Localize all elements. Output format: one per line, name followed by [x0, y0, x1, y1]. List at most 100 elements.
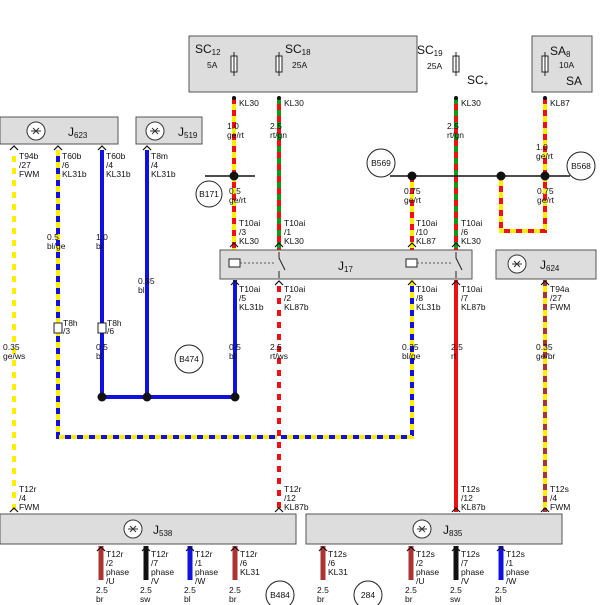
pin-label-j17-t10: /10 — [416, 227, 428, 237]
pin-label-j538-p2: phase — [106, 567, 129, 577]
wire-spec-w6: 0.75 — [404, 186, 421, 196]
wire-spec-w16: 2.5 — [451, 342, 463, 352]
wire-spec-w5: 0.5 — [229, 186, 241, 196]
pin-bottom — [540, 507, 550, 513]
fuse-sc18-label: SC18 — [285, 42, 311, 57]
pin-out — [230, 280, 240, 286]
pin-label-j17-t1: /1 — [284, 227, 291, 237]
wire-spec-w7: ge/rt — [537, 195, 555, 205]
pin-label-t12s12: T12s — [461, 484, 480, 494]
terminal-sc19 — [454, 96, 458, 100]
wire-spec-w9: 1.0 — [96, 232, 108, 242]
pin-label-j538-p6: T12r — [240, 549, 258, 559]
pin-label-j538-p7: /V — [151, 576, 159, 586]
wire-spec-w8: bl/ge — [47, 241, 66, 251]
wire-spec-w5: ge/rt — [229, 195, 247, 205]
bottom-spec-8: bl — [495, 594, 502, 604]
pin-bottom — [9, 507, 19, 513]
pin-label-j17-b8: KL31b — [416, 302, 441, 312]
junction-b171 — [229, 171, 239, 181]
pin-label-t8h6: /6 — [107, 326, 114, 336]
pin-label-t12r4: FWM — [19, 502, 39, 512]
j835-label: J835 — [443, 523, 463, 538]
pin-label-t8h3: T8h — [63, 318, 78, 328]
j624-label: J624 — [540, 258, 560, 273]
pin-phase — [406, 546, 416, 552]
pin-label-t8h3: /3 — [63, 326, 70, 336]
pin-out — [451, 280, 461, 286]
pin-label-j17-b2: KL87b — [284, 302, 309, 312]
pin-label-j17-b5: /5 — [239, 293, 246, 303]
wire-spec-w9: bl — [96, 241, 103, 251]
pin-label-j17-t3: KL30 — [239, 236, 259, 246]
pin-label-j835-p1: /1 — [506, 558, 513, 568]
wire-spec-w12: 0.5 — [96, 342, 108, 352]
pin-label-j835-p2: phase — [416, 567, 439, 577]
junction-layer — [9, 145, 550, 552]
pin-j17-in — [407, 242, 417, 248]
wire-bl-ge-ring — [56, 150, 414, 439]
pin-phase — [141, 546, 151, 552]
j623-label: J623 — [68, 125, 88, 140]
pin-label-j17-t6: KL30 — [461, 236, 481, 246]
bottom-spec-2: sw — [140, 594, 151, 604]
component-j835 — [305, 513, 563, 545]
wire-spec-w12: bl — [96, 351, 103, 361]
pin-label-j17-t1: T10ai — [284, 218, 305, 228]
bubble-b474 — [174, 344, 204, 374]
wire-spec-w2: rt/gn — [270, 130, 287, 140]
bubble-b171-label: B171 — [199, 189, 219, 199]
pin-phase — [96, 546, 106, 552]
bubble-b568 — [566, 151, 596, 181]
pin-label-j17-b5: KL31b — [239, 302, 264, 312]
pin-label-j17-t6: /6 — [461, 227, 468, 237]
pin-label-j17-b2: /2 — [284, 293, 291, 303]
fuse-sc19-amp: 25A — [427, 61, 442, 71]
pin-label-j17-b8: T10ai — [416, 284, 437, 294]
pin-label-j835-p1: T12s — [506, 549, 525, 559]
junction-ground-c — [230, 392, 240, 402]
pin-label-j835-p7: phase — [461, 567, 484, 577]
pin-label-j538-p6: /6 — [240, 558, 247, 568]
j17-label: J17 — [338, 259, 353, 274]
pin-label-j17-b7: T10ai — [461, 284, 482, 294]
kl87-label: KL87 — [550, 98, 570, 108]
wire-spec-w2: 2.5 — [270, 121, 282, 131]
wire-spec-w17: ge/br — [536, 351, 556, 361]
fuse-sc19-label: SC19 — [417, 43, 443, 58]
pin-label-j17-b5: T10ai — [239, 284, 260, 294]
pin-label-t12s12: KL87b — [461, 502, 486, 512]
bubble-b568-label: B568 — [571, 161, 591, 171]
pin-label-j835-p2: T12s — [416, 549, 435, 559]
pin-label-j17-b8: /8 — [416, 293, 423, 303]
wire-spec-w1: ge/rt — [227, 130, 245, 140]
relay-coil-b — [405, 258, 418, 268]
bottom-spec-1: br — [96, 594, 104, 604]
bottom-spec-7: 2.5 — [450, 585, 462, 595]
pin-label-j538-p2: T12r — [106, 549, 124, 559]
bottom-spec-6: br — [405, 594, 413, 604]
pin-label-t94a: FWM — [550, 302, 570, 312]
pin-phase — [496, 546, 506, 552]
pin-label-j538-p7: phase — [151, 567, 174, 577]
pin-label-j17-t10: KL87 — [416, 236, 436, 246]
pin-label-j17-t10: T10ai — [416, 218, 437, 228]
pin-label-j538-p2: /U — [106, 576, 115, 586]
bubble-b484-label: B484 — [270, 590, 290, 600]
terminal-sc18 — [277, 96, 281, 100]
junction-ground-b — [142, 392, 152, 402]
wire-spec-w7: 0.75 — [537, 186, 554, 196]
pin-label-j538-p1: T12r — [195, 549, 213, 559]
fuse-holder-sc — [188, 35, 418, 93]
control-unit-glyph — [417, 525, 427, 533]
terminal-sc12 — [232, 96, 236, 100]
fuse-sc12-label: SC12 — [195, 42, 221, 57]
pin-j17-in — [451, 242, 461, 248]
kl30-label-b: KL30 — [284, 98, 304, 108]
wire-spec-w16: rt — [451, 351, 457, 361]
wire-spec-w15: 0.35 — [402, 342, 419, 352]
bottom-spec-3: bl — [184, 594, 191, 604]
wire-spec-w8: 0.5 — [47, 232, 59, 242]
